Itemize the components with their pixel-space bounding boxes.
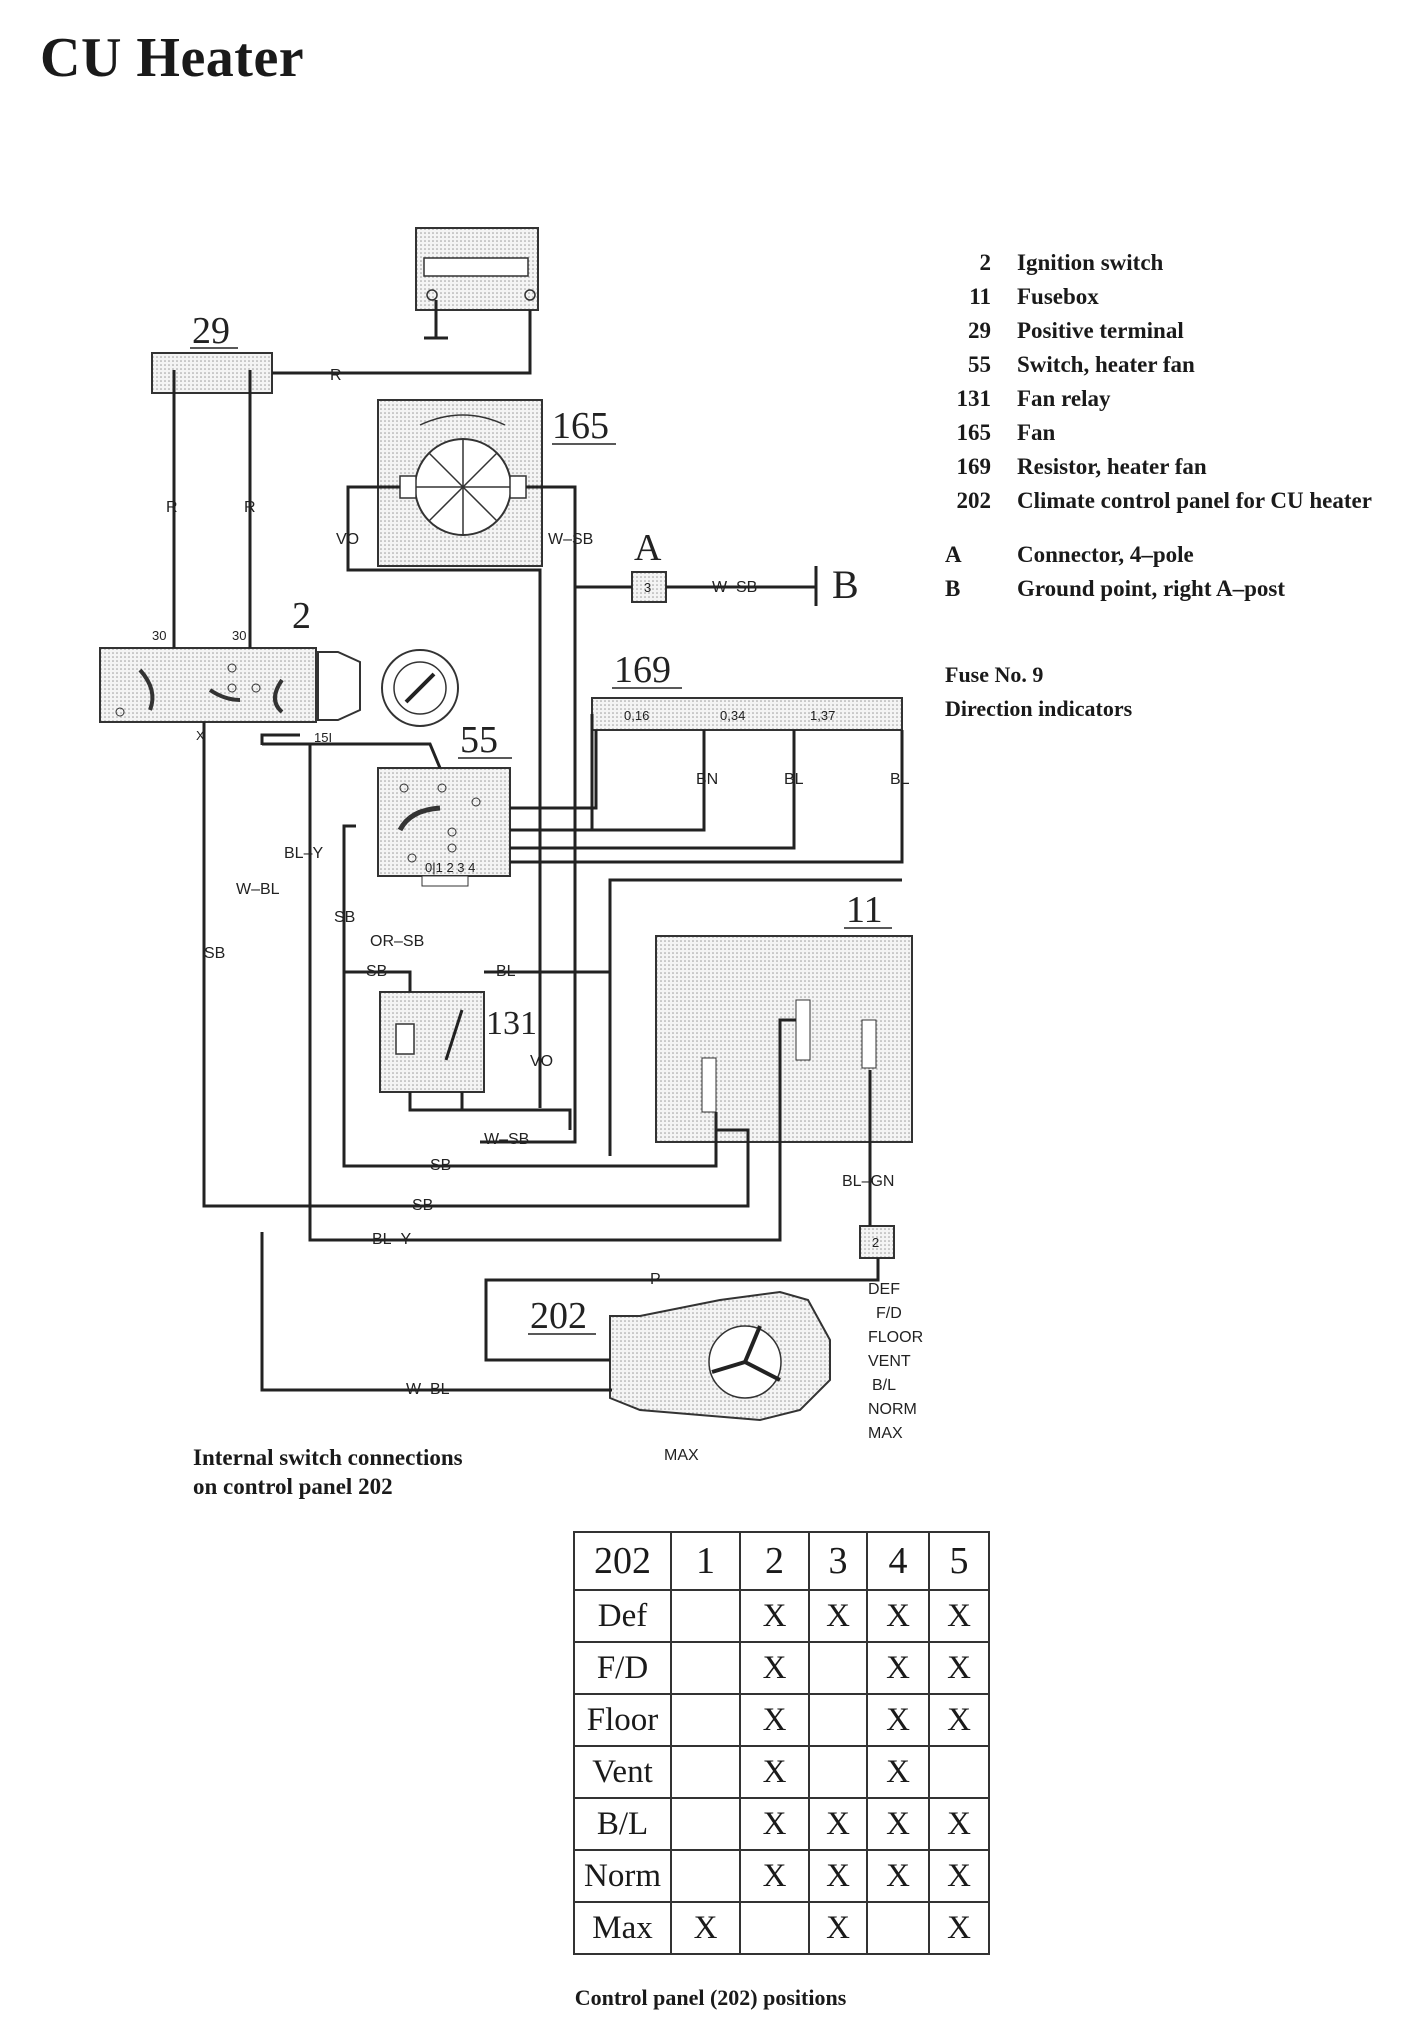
- page-title: CU Heater: [40, 27, 305, 89]
- wire-wsb-bottom: W–SB: [484, 1131, 529, 1148]
- fan-165: 165: [377, 399, 616, 567]
- term-x: X: [196, 728, 205, 743]
- wire-labels: R R R VO W–SB W–SB BN BL BL BL–Y W–BL SB…: [166, 367, 910, 1398]
- pos-max-lower: MAX: [664, 1447, 699, 1464]
- wire-r-right: R: [244, 499, 256, 516]
- term-15: 15I: [314, 730, 332, 745]
- panel-position-labels: DEF F/D FLOOR VENT B/L NORM MAX MAX: [664, 1281, 923, 1464]
- wire-sb-2: SB: [204, 945, 225, 962]
- wiring-diagram: 29 165 2 30 30 X 15I: [99, 227, 923, 1464]
- connector-a: 3 A B: [631, 527, 859, 607]
- pos-max: MAX: [868, 1425, 903, 1442]
- positive-terminal-29: 29: [151, 310, 273, 394]
- pos-def: DEF: [868, 1281, 900, 1298]
- battery: [415, 227, 539, 340]
- wire-wbl-2: W–BL: [406, 1381, 450, 1398]
- wire-sb-5: SB: [412, 1197, 433, 1214]
- svg-text:0,34: 0,34: [720, 708, 745, 723]
- heater-fan-switch-55: 0|1 2 3 4 55: [377, 719, 512, 887]
- label-2: 2: [292, 595, 311, 637]
- connector-2: 2: [859, 1225, 895, 1259]
- svg-text:3: 3: [644, 580, 651, 595]
- wire-vo-bottom: VO: [530, 1053, 553, 1070]
- wire-sb-1: SB: [334, 909, 355, 926]
- wire-wbl: W–BL: [236, 881, 280, 898]
- label-202: 202: [530, 1295, 587, 1337]
- resistor-169: 0,16 0,34 1,37 169: [591, 649, 903, 731]
- table-header-cell: 5: [928, 1531, 990, 1591]
- fuse-description: Direction indicators: [945, 696, 1133, 721]
- fuse-note: Fuse No. 9 Direction indicators: [945, 658, 1132, 726]
- fusebox-11: 11: [655, 889, 913, 1143]
- pos-fd: F/D: [876, 1305, 902, 1322]
- wire-bl-2: BL: [890, 771, 910, 788]
- table-header-cell: 2: [739, 1531, 810, 1591]
- wire-wsb-a: W–SB: [712, 579, 757, 596]
- table-header-row: 202 1 2 3 4 5: [573, 1531, 990, 1591]
- label-a: A: [634, 527, 662, 569]
- wire-p: P: [650, 1271, 661, 1288]
- wire-bn: BN: [696, 771, 718, 788]
- label-11: 11: [846, 889, 883, 931]
- label-55: 55: [460, 719, 498, 761]
- fuse-number: Fuse No. 9: [945, 662, 1044, 687]
- wire-bly: BL–Y: [284, 845, 323, 862]
- wire-r-top: R: [330, 367, 342, 384]
- wire-blgn: BL–GN: [842, 1173, 894, 1190]
- wire-wsb-top: W–SB: [548, 531, 593, 548]
- wire-orsb: OR–SB: [370, 933, 424, 950]
- svg-text:1,37: 1,37: [810, 708, 835, 723]
- wire-bl-1: BL: [784, 771, 804, 788]
- wire-vo-top: VO: [336, 531, 359, 548]
- fan-relay-131: 131: [379, 991, 537, 1093]
- pos-vent: VENT: [868, 1353, 911, 1370]
- label-b: B: [832, 562, 859, 607]
- label-131: 131: [486, 1005, 537, 1042]
- label-29: 29: [192, 310, 230, 352]
- table-header-cell: 3: [808, 1531, 868, 1591]
- control-panel-202: 202: [528, 1290, 831, 1422]
- wire-bl-3: BL: [496, 963, 516, 980]
- wire-sb-3: SB: [366, 963, 387, 980]
- svg-text:0|1 2 3 4: 0|1 2 3 4: [425, 860, 475, 875]
- pos-norm: NORM: [868, 1401, 917, 1418]
- label-169: 169: [614, 649, 671, 691]
- term-30b: 30: [232, 628, 246, 643]
- table-caption: Control panel (202) positions: [574, 1985, 847, 2010]
- wire-bly-2: BL–Y: [372, 1231, 411, 1248]
- svg-text:2: 2: [872, 1235, 879, 1250]
- pos-floor: FLOOR: [868, 1329, 923, 1346]
- term-30a: 30: [152, 628, 166, 643]
- pos-bl: B/L: [872, 1377, 896, 1394]
- ignition-switch-2: 2 30 30 X 15I: [99, 595, 459, 745]
- svg-text:0,16: 0,16: [624, 708, 649, 723]
- switch-caption: Internal switch connections on control p…: [193, 1445, 463, 1499]
- table-header-cell: 4: [866, 1531, 930, 1591]
- wire-r-left: R: [166, 499, 178, 516]
- wire-paths: [172, 310, 904, 1392]
- label-165: 165: [552, 405, 609, 447]
- table-header-cell: 1: [670, 1531, 741, 1591]
- wire-sb-4: SB: [430, 1157, 451, 1174]
- table-header-cell: 202: [573, 1531, 672, 1591]
